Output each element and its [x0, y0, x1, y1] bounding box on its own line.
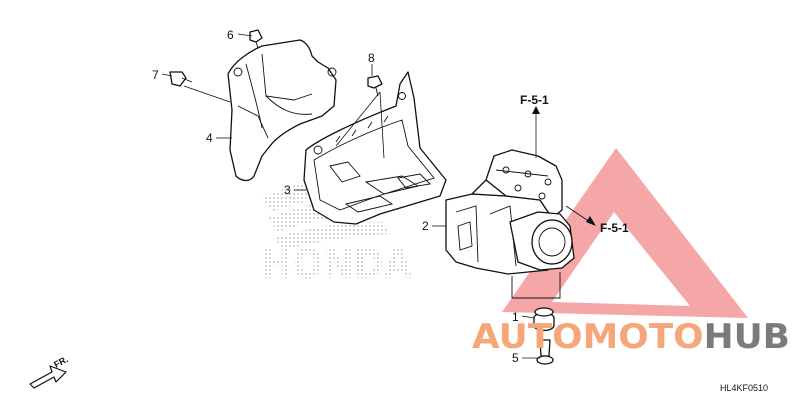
reference-arrow-top [532, 106, 540, 158]
callout-8: 8 [368, 51, 375, 65]
watermark-triangle [502, 148, 748, 318]
front-arrow-icon [29, 365, 67, 389]
part-3-bracket [303, 71, 447, 225]
part-8-bolt [367, 75, 383, 97]
callout-3: 3 [284, 183, 291, 197]
part-5-bolt [536, 339, 554, 365]
callout-4: 4 [206, 131, 213, 145]
callout-5: 5 [512, 351, 519, 365]
callout-1: 1 [512, 310, 519, 324]
front-direction-label: FR. [52, 354, 69, 370]
diagram-code: HL4KF0510 [720, 383, 768, 393]
callout-7: 7 [152, 68, 159, 82]
part-1-rubber-mount [533, 307, 555, 332]
watermark-text-auto: AUTO [472, 317, 583, 357]
watermark-triangle-shape [502, 148, 748, 318]
part-6-bolt [249, 29, 263, 49]
honda-logo-text: HONDA [262, 242, 412, 288]
part-4-cover [227, 39, 337, 182]
reference-arrow-side [565, 205, 596, 226]
reference-label-top: F-5-1 [520, 93, 549, 107]
front-direction-indicator: FR. [29, 354, 70, 389]
reference-label-side: F-5-1 [600, 221, 629, 235]
callout-2: 2 [422, 219, 429, 233]
part-2-abs-modulator [445, 149, 575, 299]
watermark-text-moto: MOTO [583, 317, 704, 357]
leader-lines [161, 33, 540, 359]
modulator-motor-end [531, 219, 573, 265]
part-7-clip [169, 71, 193, 87]
watermark-text-hub: HUB [704, 317, 790, 357]
cover-body [227, 39, 337, 182]
callout-6: 6 [227, 28, 234, 42]
